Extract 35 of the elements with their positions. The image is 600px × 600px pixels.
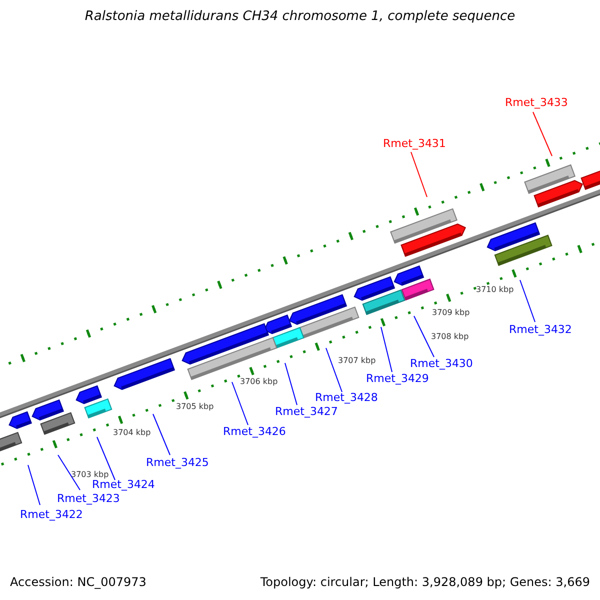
leader-line <box>532 112 552 156</box>
leader-line <box>284 362 298 406</box>
scale-label: 3703 kbp <box>71 471 109 479</box>
leader-line <box>410 152 428 198</box>
leader-line <box>152 414 170 456</box>
gene-label: Rmet_3430 <box>410 358 473 369</box>
gene-label: Rmet_3425 <box>146 457 209 468</box>
scale-label: 3709 kbp <box>432 309 470 317</box>
leader-line <box>326 348 342 392</box>
gene-label: Rmet_3427 <box>275 406 338 417</box>
leader-line <box>414 316 434 358</box>
gene-label: Rmet_3426 <box>223 426 286 437</box>
scale-label: 3706 kbp <box>240 378 278 386</box>
leader-line <box>232 382 248 426</box>
scale-label: 3705 kbp <box>176 403 214 411</box>
sequence-info-text: Topology: circular; Length: 3,928,089 bp; Genes: 3,669 <box>260 576 590 588</box>
leader-line <box>28 464 40 506</box>
gene-label: Rmet_3429 <box>366 373 429 384</box>
gene-label: Rmet_3422 <box>20 509 83 520</box>
gene-label: Rmet_3431 <box>383 138 446 149</box>
gene-label: Rmet_3424 <box>92 479 155 490</box>
map-title: Ralstonia metallidurans CH34 chromosome 1, complete sequence <box>84 10 516 23</box>
scale-label: 3707 kbp <box>338 357 376 365</box>
scale-label: 3704 kbp <box>113 429 151 437</box>
scale-label: 3710 kbp <box>476 286 514 294</box>
gene-label: Rmet_3432 <box>509 324 572 335</box>
leader-line <box>380 326 392 372</box>
gene-label: Rmet_3423 <box>57 493 120 504</box>
leader-line <box>96 436 116 480</box>
leader-line <box>520 280 536 322</box>
scale-label: 3708 kbp <box>431 333 469 341</box>
accession-text: Accession: NC_007973 <box>10 576 146 588</box>
gene-label: Rmet_3428 <box>315 392 378 403</box>
gene-label: Rmet_3433 <box>505 97 568 108</box>
leader-line <box>58 454 80 490</box>
